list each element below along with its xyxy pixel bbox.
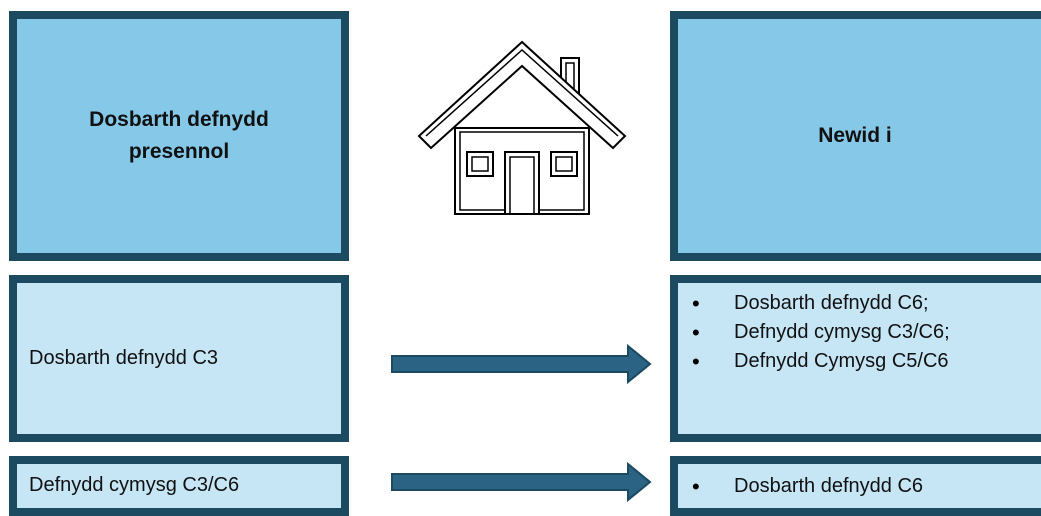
current-use-class-header: Dosbarth defnydd presennol	[9, 11, 349, 261]
current-use-class-title: Dosbarth defnydd presennol	[89, 108, 269, 163]
from-box-row-2: Defnydd cymysg C3/C6	[9, 456, 349, 516]
from-label-row-2: Defnydd cymysg C3/C6	[29, 474, 240, 496]
change-to-header: Newid i	[670, 11, 1041, 261]
to-box-row-2: Dosbarth defnydd C6	[670, 456, 1041, 516]
list-item: Dosbarth defnydd C6;	[678, 289, 1041, 318]
house-icon	[415, 40, 629, 225]
from-label-row-1: Dosbarth defnydd C3	[29, 347, 219, 369]
to-box-row-1: Dosbarth defnydd C6; Defnydd cymysg C3/C…	[670, 275, 1041, 442]
right-arrow-icon	[390, 461, 652, 507]
list-item: Defnydd cymysg C3/C6;	[678, 318, 1041, 347]
list-item: Defnydd Cymysg C5/C6	[678, 347, 1041, 376]
list-item-text: Defnydd cymysg C3/C6;	[734, 321, 950, 343]
change-to-title: Newid i	[818, 124, 892, 147]
list-item: Dosbarth defnydd C6	[678, 472, 1041, 501]
from-box-row-1: Dosbarth defnydd C3	[9, 275, 349, 442]
right-arrow-icon	[390, 343, 652, 389]
to-list-row-2: Dosbarth defnydd C6	[678, 472, 1041, 501]
to-list-row-1: Dosbarth defnydd C6; Defnydd cymysg C3/C…	[678, 289, 1041, 376]
